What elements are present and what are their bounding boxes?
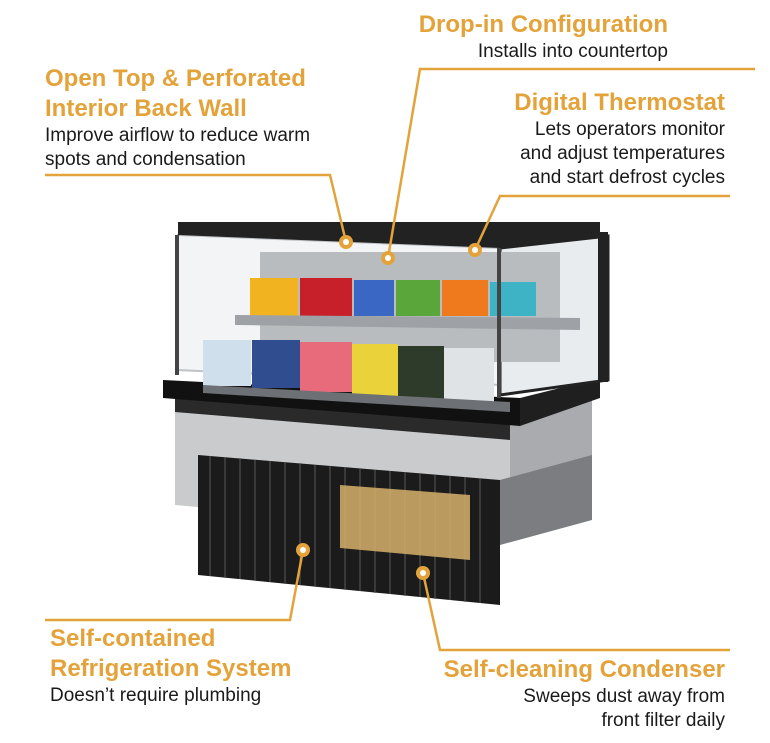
thermostat-title: Digital Thermostat — [514, 89, 725, 116]
upper-shelf — [235, 315, 580, 330]
open-top-title: Open Top & Perforated Interior Back Wall — [45, 65, 306, 122]
refrigeration-leader-line — [45, 549, 305, 622]
drop-in-callout: Drop-in Configuration Installs into coun… — [419, 10, 668, 64]
condenser-callout: Self-cleaning Condenser Sweeps dust away… — [444, 655, 725, 733]
thermostat-callout: Digital Thermostat Lets operators monito… — [514, 88, 725, 190]
refrigeration-title: Self-contained Refrigeration System — [50, 625, 292, 682]
condenser-coil — [340, 485, 470, 560]
open-top-leader-line — [45, 173, 348, 243]
upper-shelf-products — [250, 278, 536, 316]
condenser-title: Self-cleaning Condenser — [443, 656, 725, 683]
lower-shelf-products — [203, 340, 494, 402]
drop-in-leader-line — [386, 67, 755, 259]
lower-deck — [203, 385, 510, 412]
thermostat-leader-line — [473, 194, 730, 251]
drop-in-title: Drop-in Configuration — [418, 11, 668, 38]
open-top-callout: Open Top & Perforated Interior Back Wall… — [45, 64, 310, 172]
thermostat-desc: Lets operators monitor and adjust temper… — [520, 119, 725, 188]
drop-in-desc: Installs into countertop — [477, 41, 668, 62]
condenser-leader-line — [421, 572, 730, 652]
refrigeration-callout: Self-contained Refrigeration System Does… — [50, 624, 291, 708]
canopy-top — [178, 222, 600, 248]
refrigeration-desc: Doesn’t require plumbing — [50, 685, 262, 706]
condenser-desc: Sweeps dust away from front filter daily — [523, 686, 725, 731]
open-top-desc: Improve airflow to reduce warm spots and… — [45, 125, 311, 170]
